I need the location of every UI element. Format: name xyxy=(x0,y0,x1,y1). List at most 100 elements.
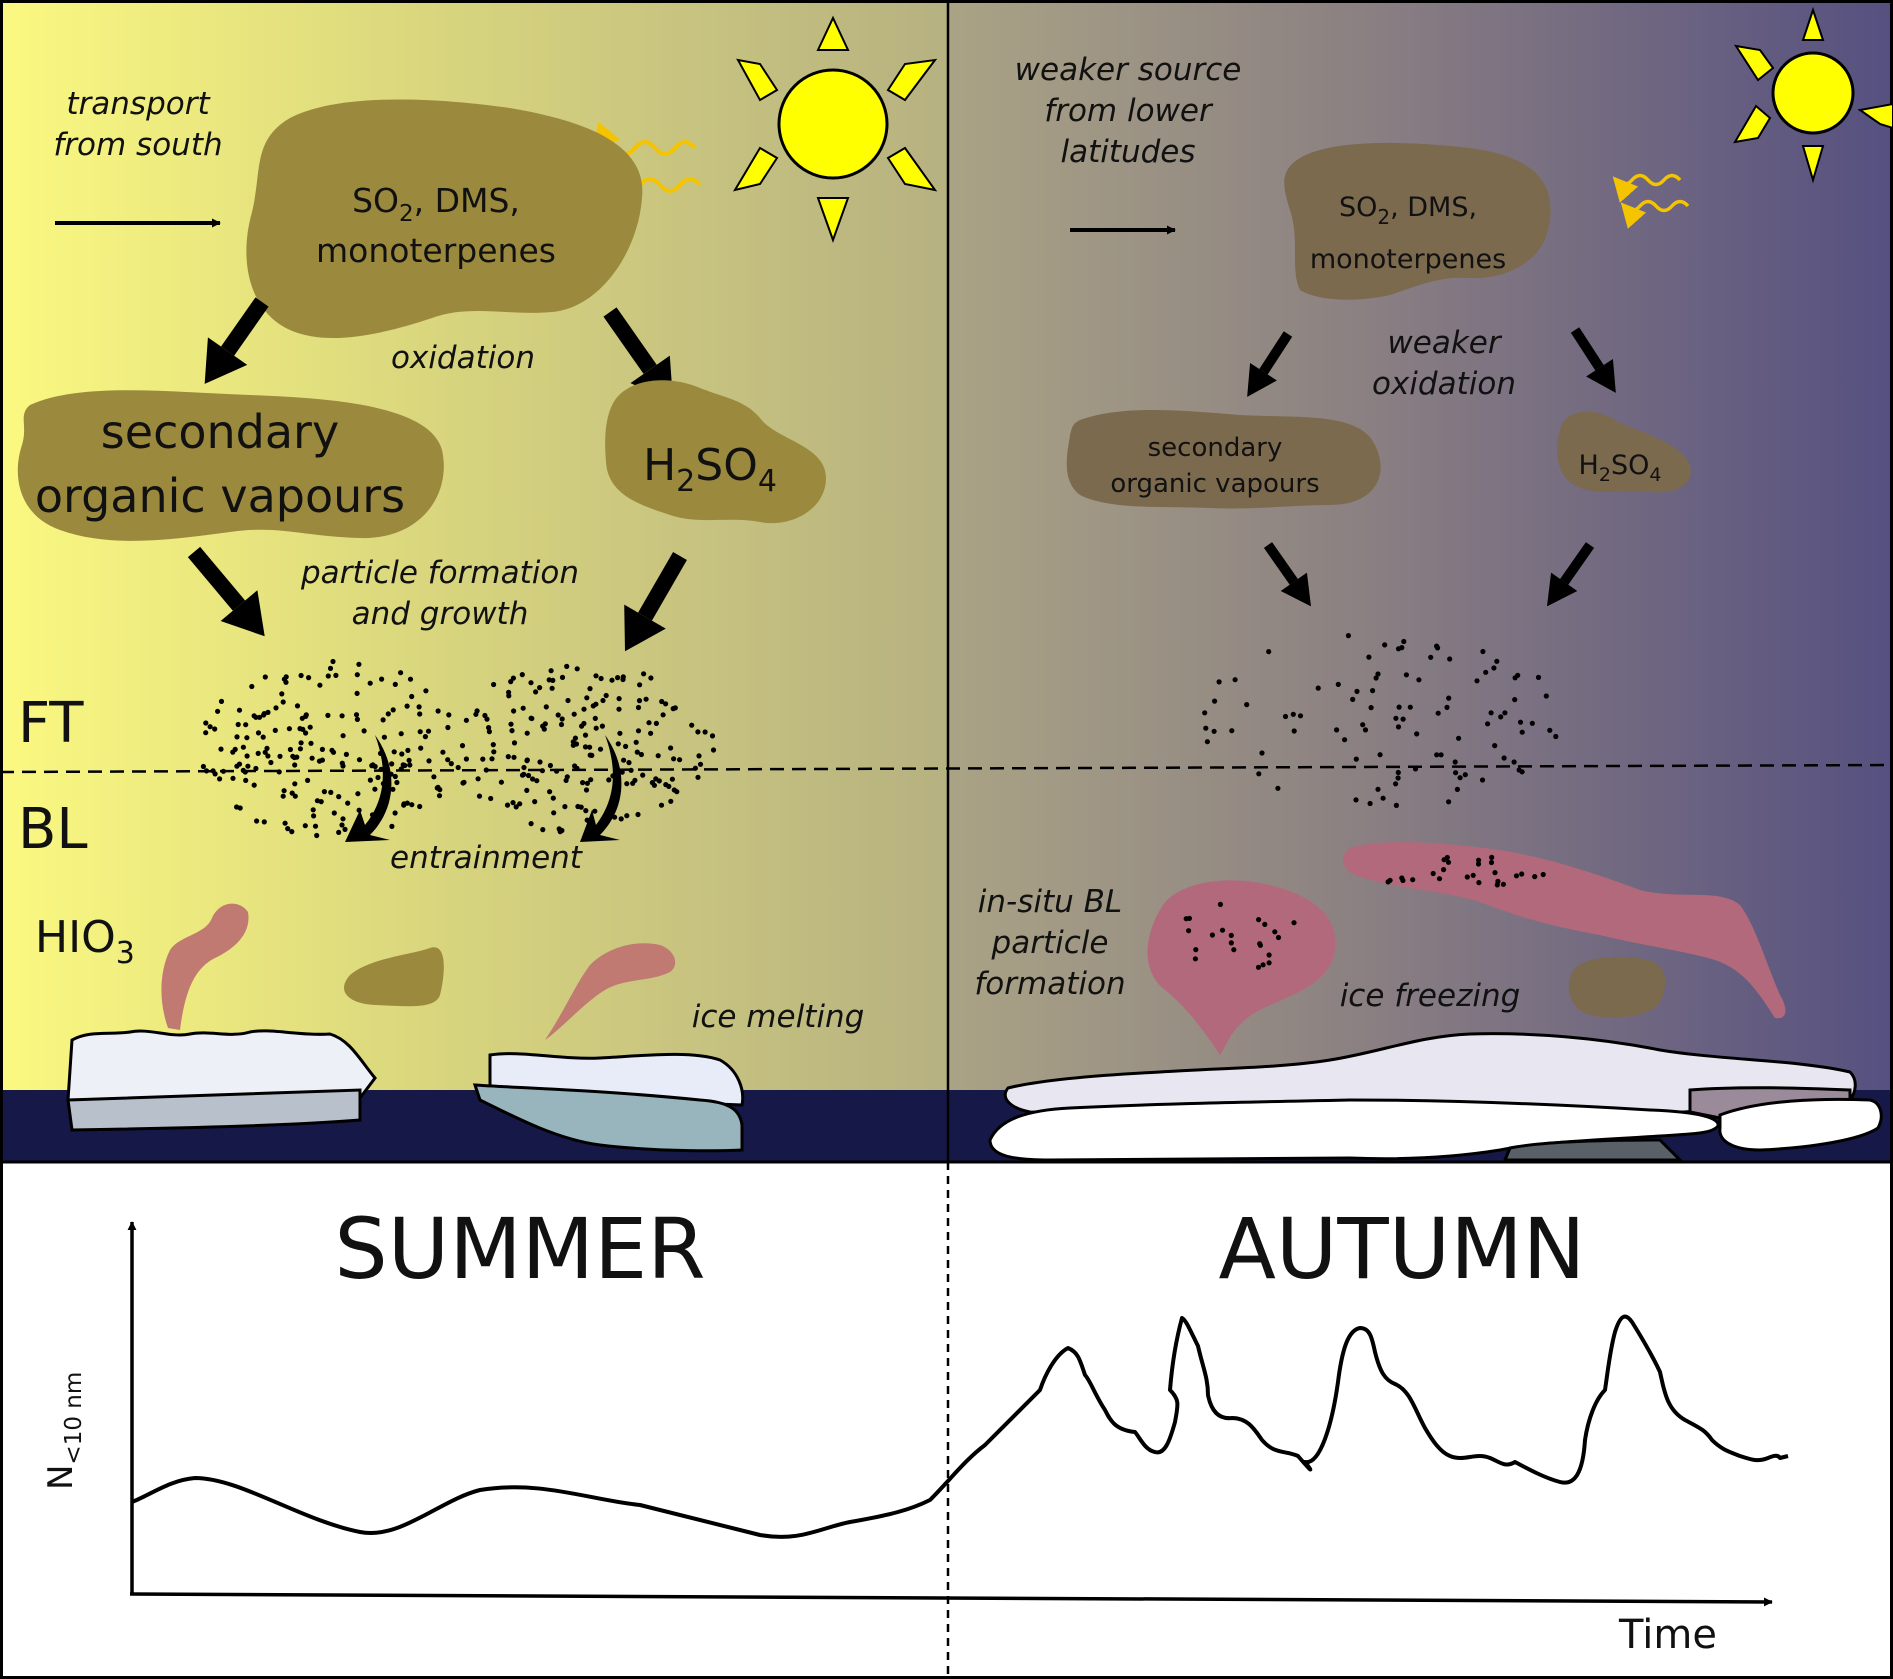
particle-dot xyxy=(392,810,398,816)
particle-dot xyxy=(578,804,584,810)
particle-dot xyxy=(584,780,591,786)
particle-formation-line2: and growth xyxy=(352,596,529,632)
particle-dot xyxy=(695,729,701,735)
particle-dot xyxy=(593,673,599,679)
particle-dot xyxy=(281,676,287,682)
source-cloud xyxy=(246,99,643,339)
plot-xlabel: Time xyxy=(1618,1612,1717,1658)
particle-dot xyxy=(1291,920,1297,926)
particle-dot xyxy=(1354,688,1360,695)
particle-dot xyxy=(1375,786,1381,792)
particle-dot xyxy=(431,774,437,780)
particle-dot xyxy=(353,712,360,718)
particle-dot xyxy=(1444,854,1450,861)
particle-dot xyxy=(1217,901,1223,908)
particle-dot xyxy=(524,758,530,764)
particle-dot xyxy=(354,672,360,678)
particle-dot xyxy=(289,790,295,796)
particle-dot xyxy=(559,716,565,722)
particle-dot xyxy=(624,813,630,819)
particle-dot xyxy=(581,720,587,727)
particle-dot xyxy=(510,800,516,806)
autumn-oxidation-arrow-left xyxy=(1247,331,1293,397)
particle-dot xyxy=(1395,775,1401,781)
particle-dot xyxy=(589,752,595,759)
particle-dot xyxy=(1494,658,1500,664)
particle-dot xyxy=(660,712,666,718)
particle-dot xyxy=(281,788,287,794)
particle-dot xyxy=(638,751,645,758)
particle-dot xyxy=(1399,645,1405,651)
particle-dot xyxy=(418,745,424,751)
particle-dot xyxy=(404,703,410,709)
particle-dot xyxy=(406,757,412,763)
particle-dot xyxy=(251,713,257,719)
particle-dot xyxy=(480,756,486,762)
particle-dot xyxy=(603,692,609,699)
bl-label: BL xyxy=(18,797,88,862)
particle-dot xyxy=(232,746,238,753)
particle-dot xyxy=(279,691,285,697)
particle-dot xyxy=(272,727,278,734)
particle-dot xyxy=(367,680,373,686)
particle-dot xyxy=(597,746,604,752)
particle-dot xyxy=(475,776,481,782)
particle-dot xyxy=(311,813,317,819)
particle-dot xyxy=(1291,728,1297,734)
particle-dot xyxy=(417,711,423,717)
particle-dot xyxy=(1501,755,1507,761)
particle-dot xyxy=(426,758,432,764)
particle-dot xyxy=(425,728,432,734)
particle-dot xyxy=(615,675,621,681)
particle-dot xyxy=(609,677,615,683)
particle-dot xyxy=(297,726,303,732)
particle-dot xyxy=(592,808,598,814)
ft-bl-boundary xyxy=(0,763,1893,774)
particle-dot xyxy=(460,780,466,786)
particle-dot xyxy=(331,810,337,816)
particle-dot xyxy=(616,696,622,702)
particle-dot xyxy=(547,762,554,769)
particle-dot xyxy=(1183,916,1189,922)
particle-dot xyxy=(251,782,257,788)
particle-dot xyxy=(249,683,255,690)
particle-dot xyxy=(1335,681,1341,688)
particle-dot xyxy=(1244,702,1250,708)
particle-dot xyxy=(1475,861,1482,867)
particle-dot xyxy=(463,756,469,762)
particle-dot xyxy=(599,723,606,729)
particle-dot xyxy=(1436,876,1443,882)
particle-dot xyxy=(617,730,623,736)
particle-dot xyxy=(236,707,243,713)
particle-dot xyxy=(511,754,517,760)
particle-dot xyxy=(1498,714,1504,720)
particle-dot xyxy=(511,740,518,746)
particle-dot xyxy=(1219,927,1226,933)
particle-dot xyxy=(328,789,334,796)
particle-dot xyxy=(1380,795,1386,801)
particle-dot xyxy=(574,666,580,672)
particle-dot xyxy=(401,801,407,807)
particle-dot xyxy=(355,791,361,797)
particle-dot xyxy=(1266,960,1272,966)
autumn-sov-line2: organic vapours xyxy=(1110,469,1319,499)
particle-dot xyxy=(1407,704,1413,710)
particle-dot xyxy=(1375,671,1381,677)
particle-dot xyxy=(260,734,266,740)
particle-dot xyxy=(521,771,527,778)
particle-dot xyxy=(510,708,517,714)
particle-dot xyxy=(643,696,649,702)
sun-icon xyxy=(732,15,938,243)
summer-small-cloud xyxy=(344,947,444,1007)
particle-dot xyxy=(655,753,661,759)
particle-dot xyxy=(1192,956,1198,962)
particle-dot xyxy=(1297,713,1304,719)
particle-dot xyxy=(1492,870,1498,876)
particle-dot xyxy=(409,802,415,808)
particle-dot xyxy=(339,822,345,828)
particle-dot xyxy=(1438,752,1444,758)
particle-dot xyxy=(583,787,590,793)
particle-dot xyxy=(435,708,441,714)
particle-dot xyxy=(407,676,414,682)
particle-dot xyxy=(562,804,568,810)
